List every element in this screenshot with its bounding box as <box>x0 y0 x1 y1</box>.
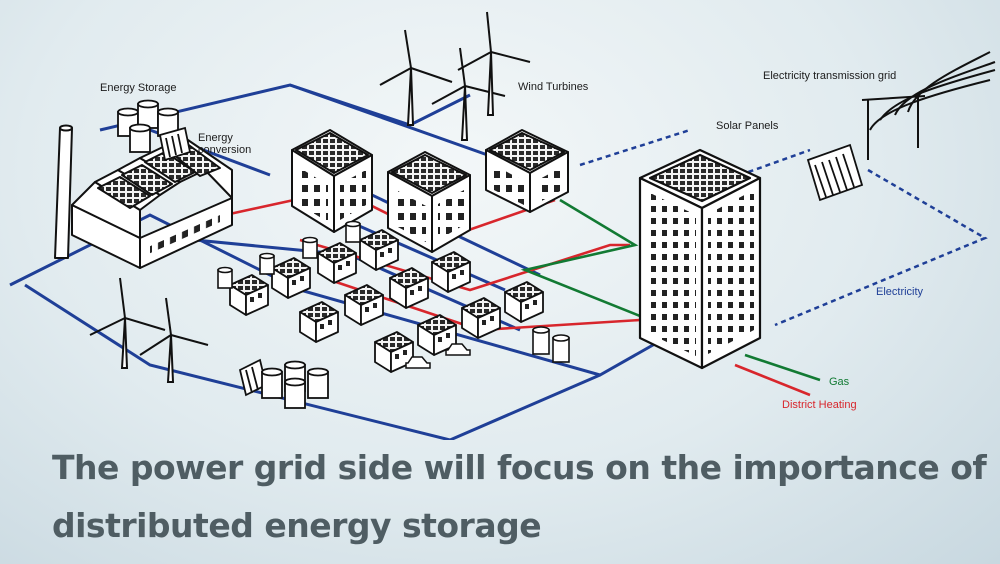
label-electricity: Electricity <box>876 286 924 298</box>
transformer <box>808 145 862 200</box>
wind-turbines-bottom <box>90 278 208 382</box>
caption-line-1: The power grid side will focus on the im… <box>52 448 986 487</box>
label-energy-storage: Energy Storage <box>100 82 176 94</box>
label-energy-conversion-2: conversion <box>198 144 251 156</box>
apartment-building-2 <box>388 152 470 252</box>
label-solar-panels: Solar Panels <box>716 120 779 132</box>
caption-line-2: distributed energy storage <box>52 506 541 545</box>
wind-turbines-top <box>380 12 530 140</box>
energy-storage-tanks-bottom <box>240 360 328 408</box>
label-wind-turbines: Wind Turbines <box>518 81 589 93</box>
apartment-building-1 <box>292 130 372 232</box>
transmission-pylon <box>862 52 995 160</box>
label-gas: Gas <box>829 376 850 388</box>
houses <box>230 230 543 372</box>
energy-grid-diagram: Energy Storage Energy conversion Wind Tu… <box>0 0 1000 440</box>
diagram-labels: Energy Storage Energy conversion Wind Tu… <box>100 70 924 411</box>
label-district-heating: District Heating <box>782 399 857 411</box>
label-energy-conversion-1: Energy <box>198 132 233 144</box>
office-tower <box>640 150 760 368</box>
label-transmission-grid: Electricity transmission grid <box>763 70 896 82</box>
apartment-building-3 <box>486 130 568 212</box>
